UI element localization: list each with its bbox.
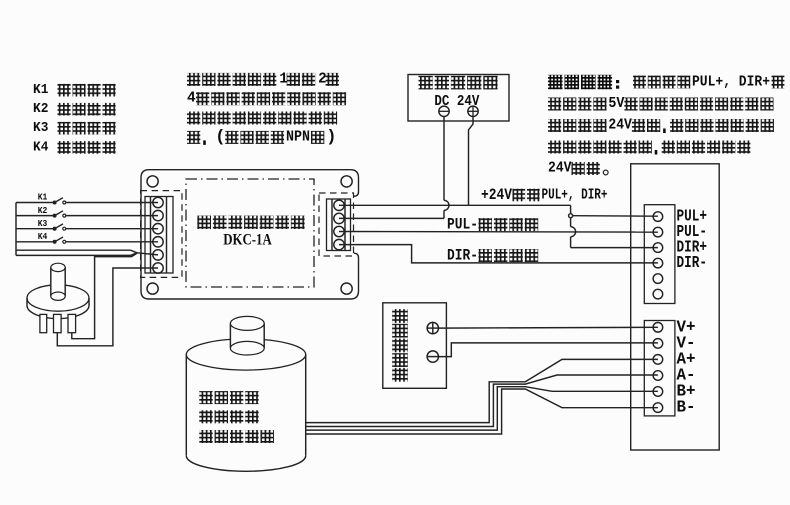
svg-text:DIR-: DIR- [447, 247, 478, 265]
svg-text:): ) [326, 128, 336, 147]
svg-text:K1: K1 [38, 192, 48, 203]
svg-text:DKC-1A: DKC-1A [223, 231, 272, 248]
svg-text:PUL-: PUL- [677, 222, 708, 241]
svg-text:V+: V+ [677, 317, 696, 336]
svg-text:PUL+, DIR+: PUL+, DIR+ [692, 74, 770, 91]
svg-text:B+: B+ [677, 382, 696, 401]
svg-text:DIR-: DIR- [677, 253, 708, 272]
svg-text:1: 1 [279, 71, 288, 87]
svg-text:24V: 24V [548, 161, 572, 177]
svg-text:K2: K2 [38, 205, 48, 216]
svg-text:PUL+: PUL+ [677, 207, 708, 226]
svg-text:5V: 5V [608, 96, 624, 112]
svg-text:A-: A- [677, 366, 696, 385]
svg-text:NPN: NPN [286, 129, 310, 145]
svg-text:PUL+, DIR+: PUL+, DIR+ [542, 187, 608, 204]
svg-text:K3: K3 [33, 120, 48, 136]
svg-text:+24V: +24V [481, 186, 513, 204]
svg-text:A+: A+ [677, 349, 696, 368]
svg-text:(: ( [215, 128, 225, 147]
svg-text:4: 4 [187, 91, 196, 107]
svg-text:K3: K3 [38, 218, 48, 229]
svg-text:DIR+: DIR+ [677, 238, 708, 257]
svg-text:V-: V- [677, 333, 696, 352]
svg-text:DC 24V: DC 24V [434, 93, 479, 110]
svg-text:B-: B- [677, 398, 696, 417]
svg-text:24V: 24V [608, 118, 632, 134]
svg-text:K4: K4 [38, 231, 48, 242]
svg-text:K4: K4 [33, 139, 48, 155]
svg-text:K1: K1 [33, 82, 48, 98]
svg-text:PUL-: PUL- [447, 216, 478, 234]
svg-text:K2: K2 [33, 101, 48, 117]
svg-text:2: 2 [318, 71, 327, 87]
